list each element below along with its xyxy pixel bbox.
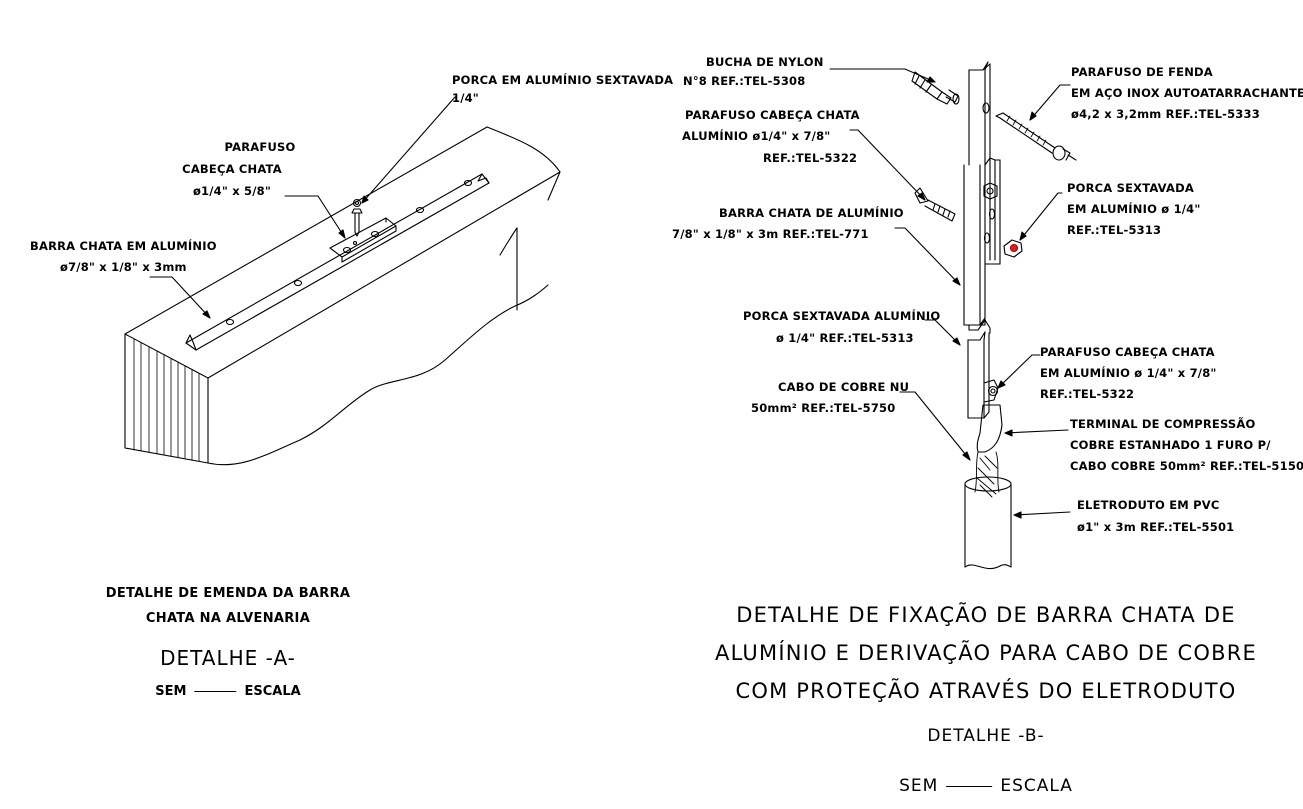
label-term-line1: TERMINAL DE COMPRESSÃO — [1070, 417, 1256, 431]
label-barra-b-line1: BARRA CHATA DE ALUMÍNIO — [719, 206, 904, 220]
bar-holes — [225, 179, 473, 326]
label-cabo-line2: 50mm² REF.:TEL-5750 — [751, 401, 896, 415]
splice-plate — [329, 217, 397, 263]
label-porca-alu-line2: ø 1/4" REF.:TEL-5313 — [776, 331, 914, 345]
detail-b-title-line1: DETALHE DE FIXAÇÃO DE BARRA CHATA DE — [736, 603, 1236, 627]
label-eletro-line1: ELETRODUTO EM PVC — [1077, 498, 1220, 512]
label-pcc2-line2: EM ALUMÍNIO ø 1/4" x 7/8" — [1040, 366, 1217, 380]
flat-bar-a — [185, 173, 490, 351]
leader-bucha — [829, 68, 936, 83]
label-pcc-line1: PARAFUSO CABEÇA CHATA — [685, 108, 860, 122]
compression-terminal — [976, 404, 1003, 453]
leader-barra-b — [894, 227, 961, 286]
detail-b-scale-left: SEM — [899, 776, 939, 796]
wall-top-back-edge — [207, 171, 561, 379]
detail-a-subtitle: DETALHE -A- — [160, 646, 296, 670]
detail-a-screw — [351, 198, 363, 246]
detail-a-scale: SEM ESCALA — [155, 684, 300, 699]
label-porca-alu-line1: PORCA SEXTAVADA ALUMÍNIO — [743, 309, 941, 323]
label-barra-b-line2: 7/8" x 1/8" x 3m REF.:TEL-771 — [672, 227, 869, 241]
label-pcc2-line3: REF.:TEL-5322 — [1040, 387, 1135, 401]
label-pcc-line2: ALUMÍNIO ø1/4" x 7/8" — [682, 129, 831, 143]
leader-parafuso-a-arrow — [338, 229, 346, 239]
label-fenda-line1: PARAFUSO DE FENDA — [1071, 65, 1213, 79]
leader-barra-a-arrow — [202, 310, 211, 319]
label-bucha-line2: N°8 REF.:TEL-5308 — [683, 74, 806, 88]
leader-pcc-arrow — [917, 192, 926, 201]
self-tapping-screw — [995, 112, 1077, 161]
nylon-anchor — [911, 71, 960, 105]
label-porca-sext-line1: PORCA SEXTAVADA — [1067, 181, 1194, 195]
leader-parafuso-a — [284, 195, 346, 239]
wall-broken-bottom — [207, 284, 549, 466]
label-barra-a-line1: BARRA CHATA EM ALUMÍNIO — [30, 239, 217, 253]
leader-cabo — [899, 391, 971, 461]
leader-porca-a — [361, 96, 456, 204]
label-parafuso-a-line1: PARAFUSO — [224, 140, 296, 154]
detail-a-title-line2: CHATA NA ALVENARIA — [145, 611, 311, 626]
label-barra-a-line2: ø7/8" x 1/8" x 3mm — [60, 260, 187, 274]
wall-top-far-broken-edge — [486, 126, 561, 173]
wall-face-hatching — [133, 338, 200, 462]
leader-barra-a — [149, 276, 211, 319]
leader-cabo-arrow — [962, 451, 971, 461]
label-term-line3: CABO COBRE 50mm² REF.:TEL-5150 — [1070, 459, 1303, 473]
leader-fenda — [1029, 84, 1071, 121]
detail-a-scale-dash — [194, 691, 237, 692]
flat-head-screw-left — [914, 187, 956, 222]
label-pcc2-line1: PARAFUSO CABEÇA CHATA — [1040, 345, 1215, 359]
label-bucha-line1: BUCHA DE NYLON — [706, 55, 824, 69]
leader-porca-sext — [1019, 192, 1063, 241]
label-porca-sext-line3: REF.:TEL-5313 — [1067, 223, 1162, 237]
label-porca-a-line1: PORCA EM ALUMÍNIO SEXTAVADA — [452, 73, 674, 87]
wall-right-cut — [499, 227, 518, 256]
wall-front-top-edge — [124, 333, 209, 379]
upper-bar — [968, 61, 991, 166]
leader-pcc2 — [997, 354, 1041, 389]
pvc-conduit — [964, 476, 1012, 570]
leader-eletro-arrow — [1013, 511, 1022, 519]
detail-b-scale-right: ESCALA — [1000, 776, 1073, 796]
bar-splice — [963, 157, 1001, 326]
detail-b-title-line2: ALUMÍNIO E DERIVAÇÃO PARA CABO DE COBRE — [715, 641, 1257, 665]
wall-top-front-edge — [124, 126, 488, 335]
detail-b-scale: SEM ESCALA — [899, 776, 1073, 796]
detail-a-scale-right: ESCALA — [244, 684, 301, 699]
label-cabo-line1: CABO DE COBRE NU — [778, 380, 910, 394]
label-fenda-line2: EM AÇO INOX AUTOATARRACHANTE — [1071, 86, 1303, 100]
label-parafuso-a-line2: CABEÇA CHATA — [182, 162, 282, 176]
detail-b-title-line3: COM PROTEÇÃO ATRAVÉS DO ELETRODUTO — [735, 679, 1237, 703]
leader-barra-b-arrow — [952, 277, 961, 286]
detail-a-scale-left: SEM — [155, 684, 187, 699]
label-porca-sext-line2: EM ALUMÍNIO ø 1/4" — [1067, 202, 1201, 216]
label-term-line2: COBRE ESTANHADO 1 FURO P/ — [1070, 438, 1271, 452]
leader-porca-sext-arrow — [1019, 231, 1027, 241]
detail-a-title-line1: DETALHE DE EMENDA DA BARRA — [105, 586, 351, 601]
leader-eletro — [1013, 511, 1071, 516]
detail-b-drawing — [829, 61, 1077, 570]
label-pcc-line3: REF.:TEL-5322 — [763, 151, 858, 165]
leader-porca-alu — [924, 319, 961, 346]
hex-nut-right — [1003, 239, 1023, 258]
label-fenda-line3: ø4,2 x 3,2mm REF.:TEL-5333 — [1071, 107, 1260, 121]
leader-term-arrow — [1004, 429, 1013, 437]
detail-a-drawing — [124, 96, 561, 466]
wall-broken-right — [547, 171, 561, 201]
label-parafuso-a-line3: ø1/4" x 5/8" — [192, 184, 272, 198]
leader-porca-alu-arrow — [952, 337, 961, 346]
leader-fenda-arrow — [1029, 111, 1037, 121]
detail-b-scale-dash — [946, 785, 993, 787]
detail-b-subtitle: DETALHE -B- — [927, 726, 1045, 746]
bar-break-top — [968, 319, 991, 334]
wall-left-face — [124, 333, 209, 464]
leader-bucha-arrow — [926, 76, 936, 83]
leader-porca-a-arrow — [361, 195, 369, 204]
label-eletro-line2: ø1" x 3m REF.:TEL-5501 — [1077, 520, 1235, 534]
label-porca-a-line2: 1/4" — [452, 91, 479, 105]
leader-pcc — [849, 129, 926, 201]
leader-term — [1004, 429, 1069, 434]
leader-pcc2-arrow — [997, 380, 1006, 389]
